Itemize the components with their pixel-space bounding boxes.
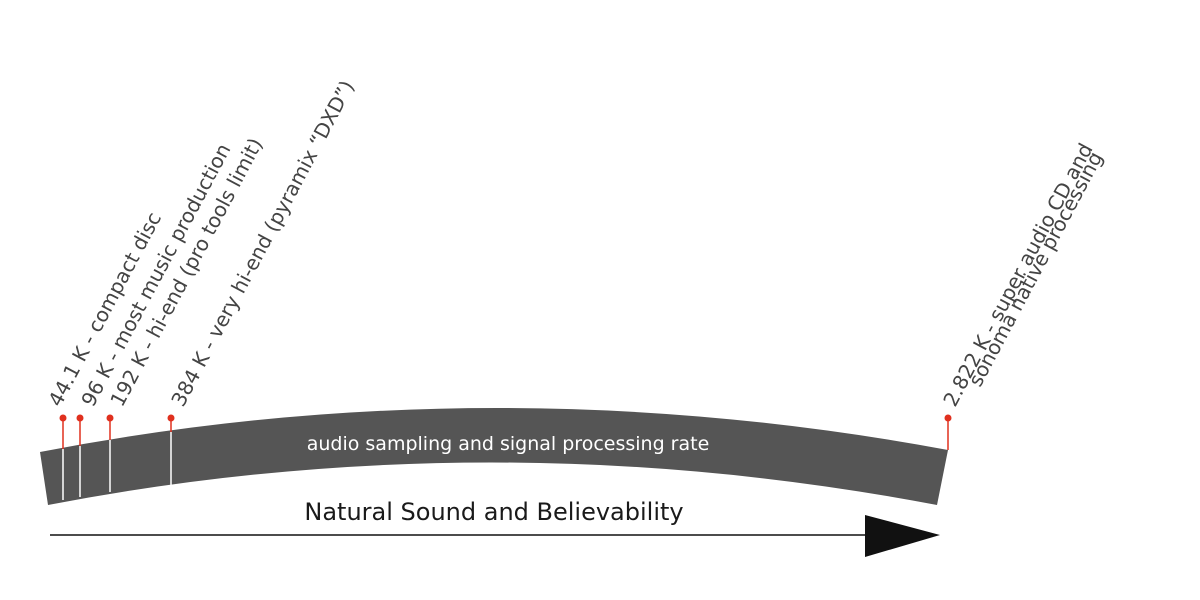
marker-label-96k: 96 K - most music production <box>76 139 235 410</box>
marker-dot-192k <box>106 414 114 422</box>
marker-pins <box>59 414 952 450</box>
marker-labels: 44.1 K - compact disc 96 K - most music … <box>43 76 1107 410</box>
band-label: audio sampling and signal processing rat… <box>307 433 710 455</box>
marker-dot-384k <box>167 414 175 422</box>
band-dividers <box>62 432 172 500</box>
arrow-head <box>865 515 940 557</box>
believability-arrow <box>50 515 940 557</box>
marker-dot-2822k <box>944 414 952 422</box>
marker-dot-96k <box>76 414 84 422</box>
sampling-rate-band <box>40 407 948 505</box>
marker-dot-44k <box>59 414 67 422</box>
arrow-label: Natural Sound and Believability <box>304 498 683 526</box>
marker-label-2822k-line2: sonoma native processing <box>963 147 1107 390</box>
